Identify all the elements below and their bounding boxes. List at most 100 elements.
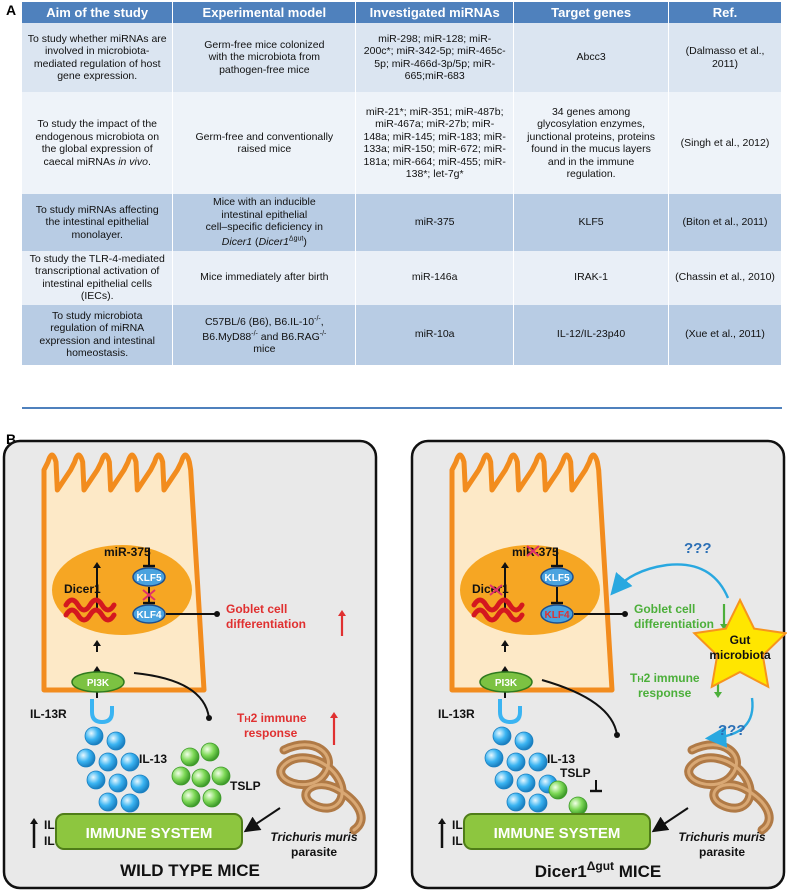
- th2-label-2: response: [244, 726, 298, 740]
- cell-line: IRAK-1: [574, 271, 608, 284]
- tslp-bubble: [180, 747, 200, 767]
- il13-bubble: [108, 773, 128, 793]
- cell-line: intestinal epithelial: [221, 208, 308, 221]
- pi3k-label: PI3K: [87, 678, 110, 689]
- panel-title: Dicer1Δgut MICE: [535, 859, 662, 881]
- table-header-row: Aim of the study Experimental model Inve…: [22, 2, 782, 23]
- table-bottom-rule: [22, 407, 782, 409]
- pi3k-label: PI3K: [495, 678, 518, 689]
- cell-line: KLF5: [578, 216, 604, 228]
- header-aim: Aim of the study: [22, 2, 174, 23]
- cell-line: regulation.: [566, 168, 616, 180]
- header-model: Experimental model: [172, 2, 357, 23]
- immune-system-label: IMMUNE SYSTEM: [494, 825, 621, 842]
- cell-line: homeostasis.: [66, 347, 129, 359]
- goblet-label-1: Goblet cell: [226, 602, 287, 616]
- il13-bubble: [84, 726, 104, 746]
- question-mark-2: ???: [718, 722, 746, 739]
- cell-line: 5p; miR-466d-3p/5p; miR-: [374, 57, 496, 70]
- gut-to-klf-arrow: [610, 563, 730, 599]
- cell-line: Germ-free and conventionally: [195, 130, 334, 143]
- cell-line: miR-298; miR-128; miR-: [378, 32, 492, 45]
- cell-line: 34 genes among: [551, 105, 631, 118]
- cell-line: involved in microbiota-: [44, 45, 150, 57]
- immune-system-box: [55, 813, 243, 850]
- il4-il5-up-arrow: [438, 818, 446, 848]
- gut-to-th2-arrow: [704, 697, 754, 748]
- parasite-immune-arrow: [243, 807, 281, 833]
- cell-line: miR-467a; miR-27b; miR-: [375, 118, 495, 130]
- il13-bubble: [506, 752, 526, 772]
- il13-bubble: [528, 793, 548, 813]
- pi3k-th2-curve: [541, 679, 618, 736]
- cell-model: Mice immediately after birth: [172, 250, 357, 305]
- il13r-receptor: [498, 699, 522, 725]
- mir-375-label: miR-375: [104, 545, 151, 559]
- cell-line: the intestinal epithelial: [45, 216, 149, 228]
- tslp-label: TSLP: [230, 779, 261, 793]
- cell-line: cell–specific deficiency in: [205, 221, 323, 233]
- tslp-bubble: [191, 768, 211, 788]
- cell-model: C57BL/6 (B6), B6.IL-10-/-,B6.MyD88-/- an…: [172, 304, 357, 365]
- tslp-bubble: [171, 766, 191, 786]
- il13-bubble: [130, 774, 150, 794]
- header-mirnas: Investigated miRNAs: [355, 2, 515, 23]
- cell-line: raised mice: [237, 143, 292, 155]
- cell-line: caecal miRNAs in vivo.: [43, 155, 151, 168]
- cell-line: IL-12/IL-23p40: [556, 328, 626, 341]
- parasite-label-2: parasite: [699, 845, 745, 859]
- pi3k-to-nucleus-arrow: [93, 640, 101, 652]
- cell-line: glycosylation enzymes,: [537, 118, 646, 130]
- dicer1-rna-icon: [63, 597, 117, 623]
- cell-line: Dicer1 (Dicer1Δgut): [221, 235, 307, 249]
- cell-line: Abcc3: [576, 51, 606, 64]
- klf5-label: KLF5: [137, 573, 162, 584]
- cell-line: intestinal epithelial cells: [42, 277, 153, 290]
- pi3k-th2-curve: [133, 672, 210, 719]
- cell-line: Mice with an inducible: [212, 196, 316, 208]
- il13-bubble: [98, 752, 118, 772]
- cell-line: regulation of miRNA: [50, 322, 145, 334]
- il4-il5-up-arrow: [30, 818, 38, 848]
- il13-bubble: [528, 752, 548, 772]
- pi3k-th2-end: [206, 715, 212, 721]
- gut-label-1: Gut: [730, 633, 751, 647]
- il13-bubble: [516, 773, 536, 793]
- tslp-bubble: [181, 788, 201, 808]
- cell-line: 181a; miR-664; miR-455; miR-: [363, 155, 506, 168]
- studies-table: Aim of the study Experimental model Inve…: [22, 2, 782, 365]
- panel-b-label: B: [6, 431, 17, 447]
- cell-line: and in the immune: [547, 155, 635, 168]
- panel-a-label: A: [6, 2, 17, 18]
- tslp-bubble: [202, 788, 222, 808]
- cell-line: To study the impact of the: [37, 118, 158, 130]
- goblet-label-1: Goblet cell: [634, 602, 695, 616]
- header-ref: Ref.: [668, 2, 782, 23]
- parasite-label-1: Trichuris muris: [270, 830, 357, 844]
- gut-microbiota-star: [692, 597, 787, 689]
- cell-line: C57BL/6 (B6), B6.IL-10-/-,: [204, 315, 324, 328]
- il13-bubble: [506, 792, 526, 812]
- il13-bubble: [86, 770, 106, 790]
- cell-line: miR-10a: [414, 328, 455, 341]
- tslp-bubble: [568, 796, 588, 816]
- il13-label: IL-13: [547, 752, 575, 766]
- cell-line: 200c*; miR-342-5p; miR-465c-: [363, 45, 506, 57]
- cell-line: gene expression.: [57, 70, 138, 82]
- cell-targets: Abcc3: [513, 23, 670, 92]
- mir-knockout-mark: [526, 545, 540, 557]
- cell-line: 665;miR-683: [404, 70, 465, 82]
- cell-line: miR-146a: [411, 271, 458, 284]
- th2-label-1: TH2 immune: [630, 671, 700, 685]
- klf4-goblet-end: [622, 611, 628, 617]
- il13-bubble: [514, 731, 534, 751]
- cell-line: expression and intestinal: [39, 334, 155, 347]
